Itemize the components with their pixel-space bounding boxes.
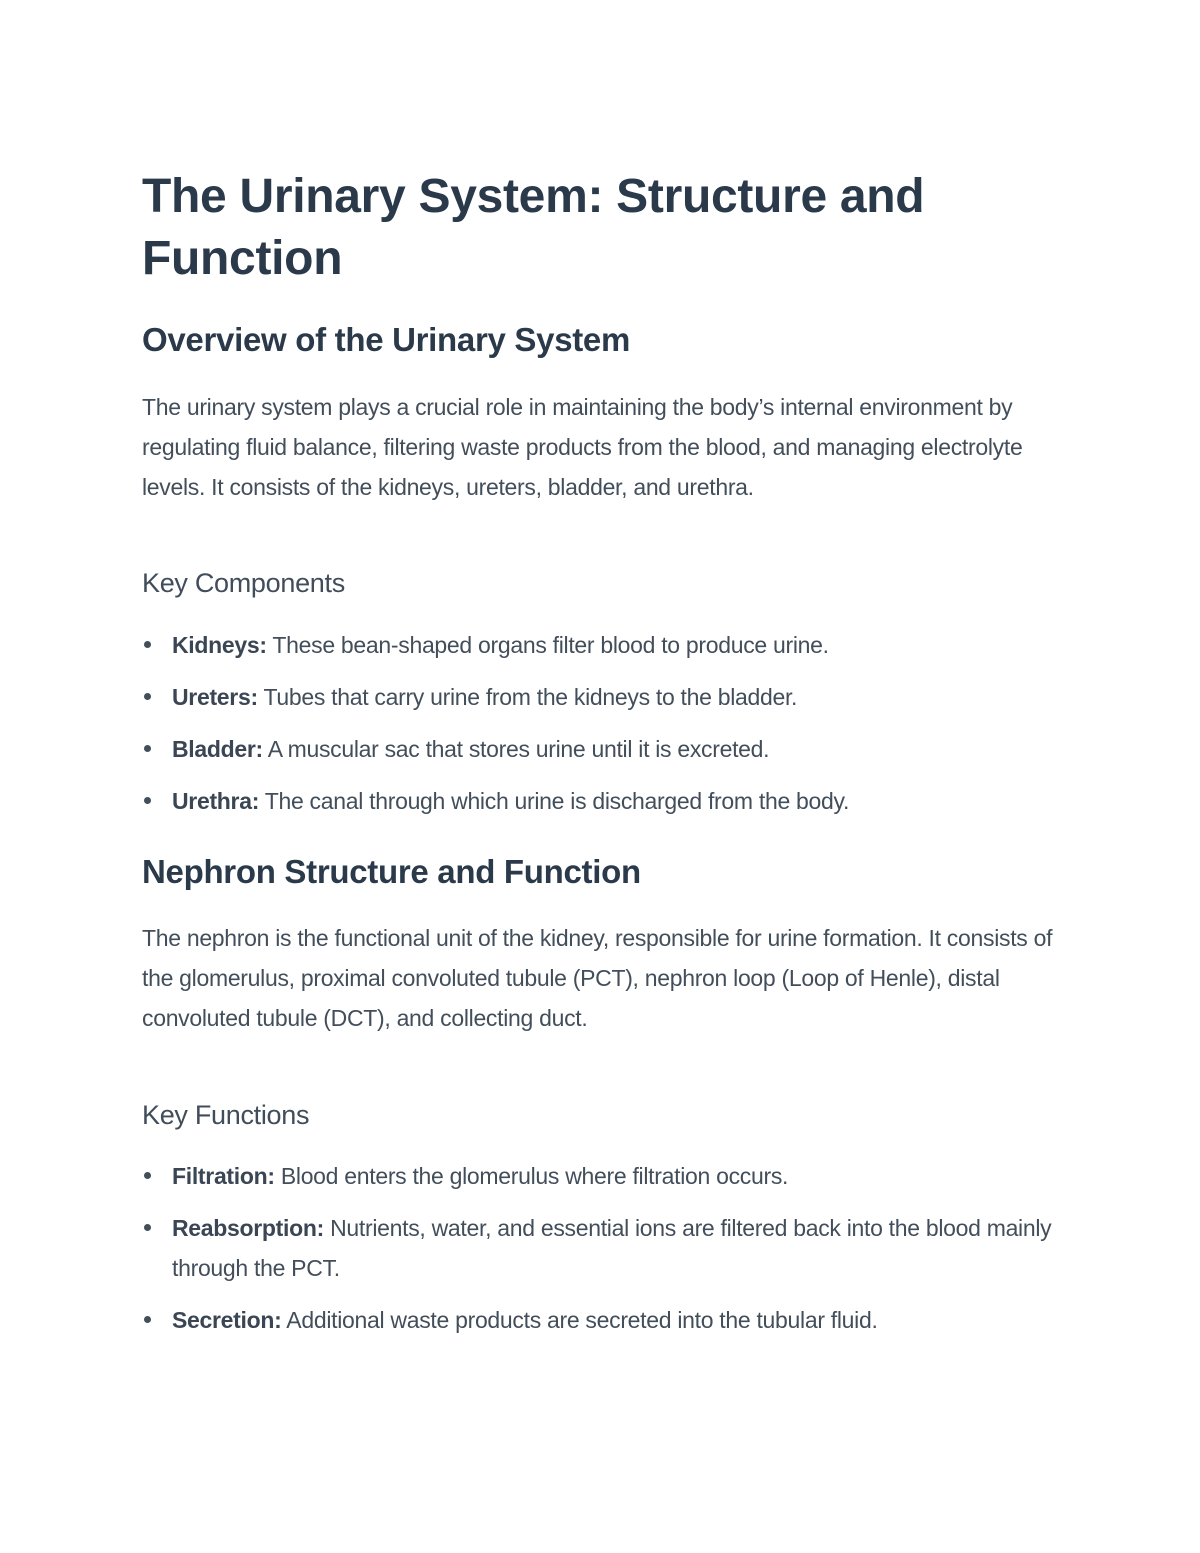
list-item-filtration: Filtration: Blood enters the glomerulus … [142,1156,1072,1196]
bullet-icon [144,641,151,648]
list-term: Kidneys: [172,632,267,658]
list-text: The canal through which urine is dischar… [259,788,850,814]
list-term: Filtration: [172,1163,275,1189]
subheading-key-components: Key Components [142,568,345,598]
key-functions-list: Filtration: Blood enters the glomerulus … [142,1156,1072,1352]
list-text: These bean-shaped organs filter blood to… [266,632,829,658]
section-heading-nephron: Nephron Structure and Function [142,853,641,890]
nephron-paragraph: The nephron is the functional unit of th… [142,925,1053,1031]
document-title: The Urinary System: Structure and Functi… [142,170,925,285]
bullet-icon [144,797,151,804]
list-text: Nutrients, water, and essential ions are… [172,1215,1052,1281]
overview-paragraph: The urinary system plays a crucial role … [142,394,1023,500]
list-text: Tubes that carry urine from the kidneys … [257,684,798,710]
list-item-bladder: Bladder: A muscular sac that stores urin… [142,729,1072,769]
section-heading-overview: Overview of the Urinary System [142,321,631,358]
list-item-urethra: Urethra: The canal through which urine i… [142,781,1072,821]
list-term: Ureters: [172,684,258,710]
list-term: Reabsorption: [172,1215,324,1241]
bullet-icon [144,1316,151,1323]
list-term: Secretion: [172,1307,282,1333]
list-item-secretion: Secretion: Additional waste products are… [142,1300,1072,1340]
bullet-icon [144,693,151,700]
bullet-icon [144,1172,151,1179]
key-components-list: Kidneys: These bean-shaped organs filter… [142,625,1072,833]
bullet-icon [144,745,151,752]
list-term: Bladder: [172,736,263,762]
list-term: Urethra: [172,788,260,814]
list-item-kidneys: Kidneys: These bean-shaped organs filter… [142,625,1072,665]
bullet-icon [144,1224,151,1231]
list-text: Additional waste products are secreted i… [281,1307,878,1333]
list-text: Blood enters the glomerulus where filtra… [274,1163,789,1189]
subheading-key-functions: Key Functions [142,1100,310,1130]
list-item-reabsorption: Reabsorption: Nutrients, water, and esse… [142,1208,1072,1288]
list-item-ureters: Ureters: Tubes that carry urine from the… [142,677,1072,717]
list-text: A muscular sac that stores urine until i… [262,736,770,762]
